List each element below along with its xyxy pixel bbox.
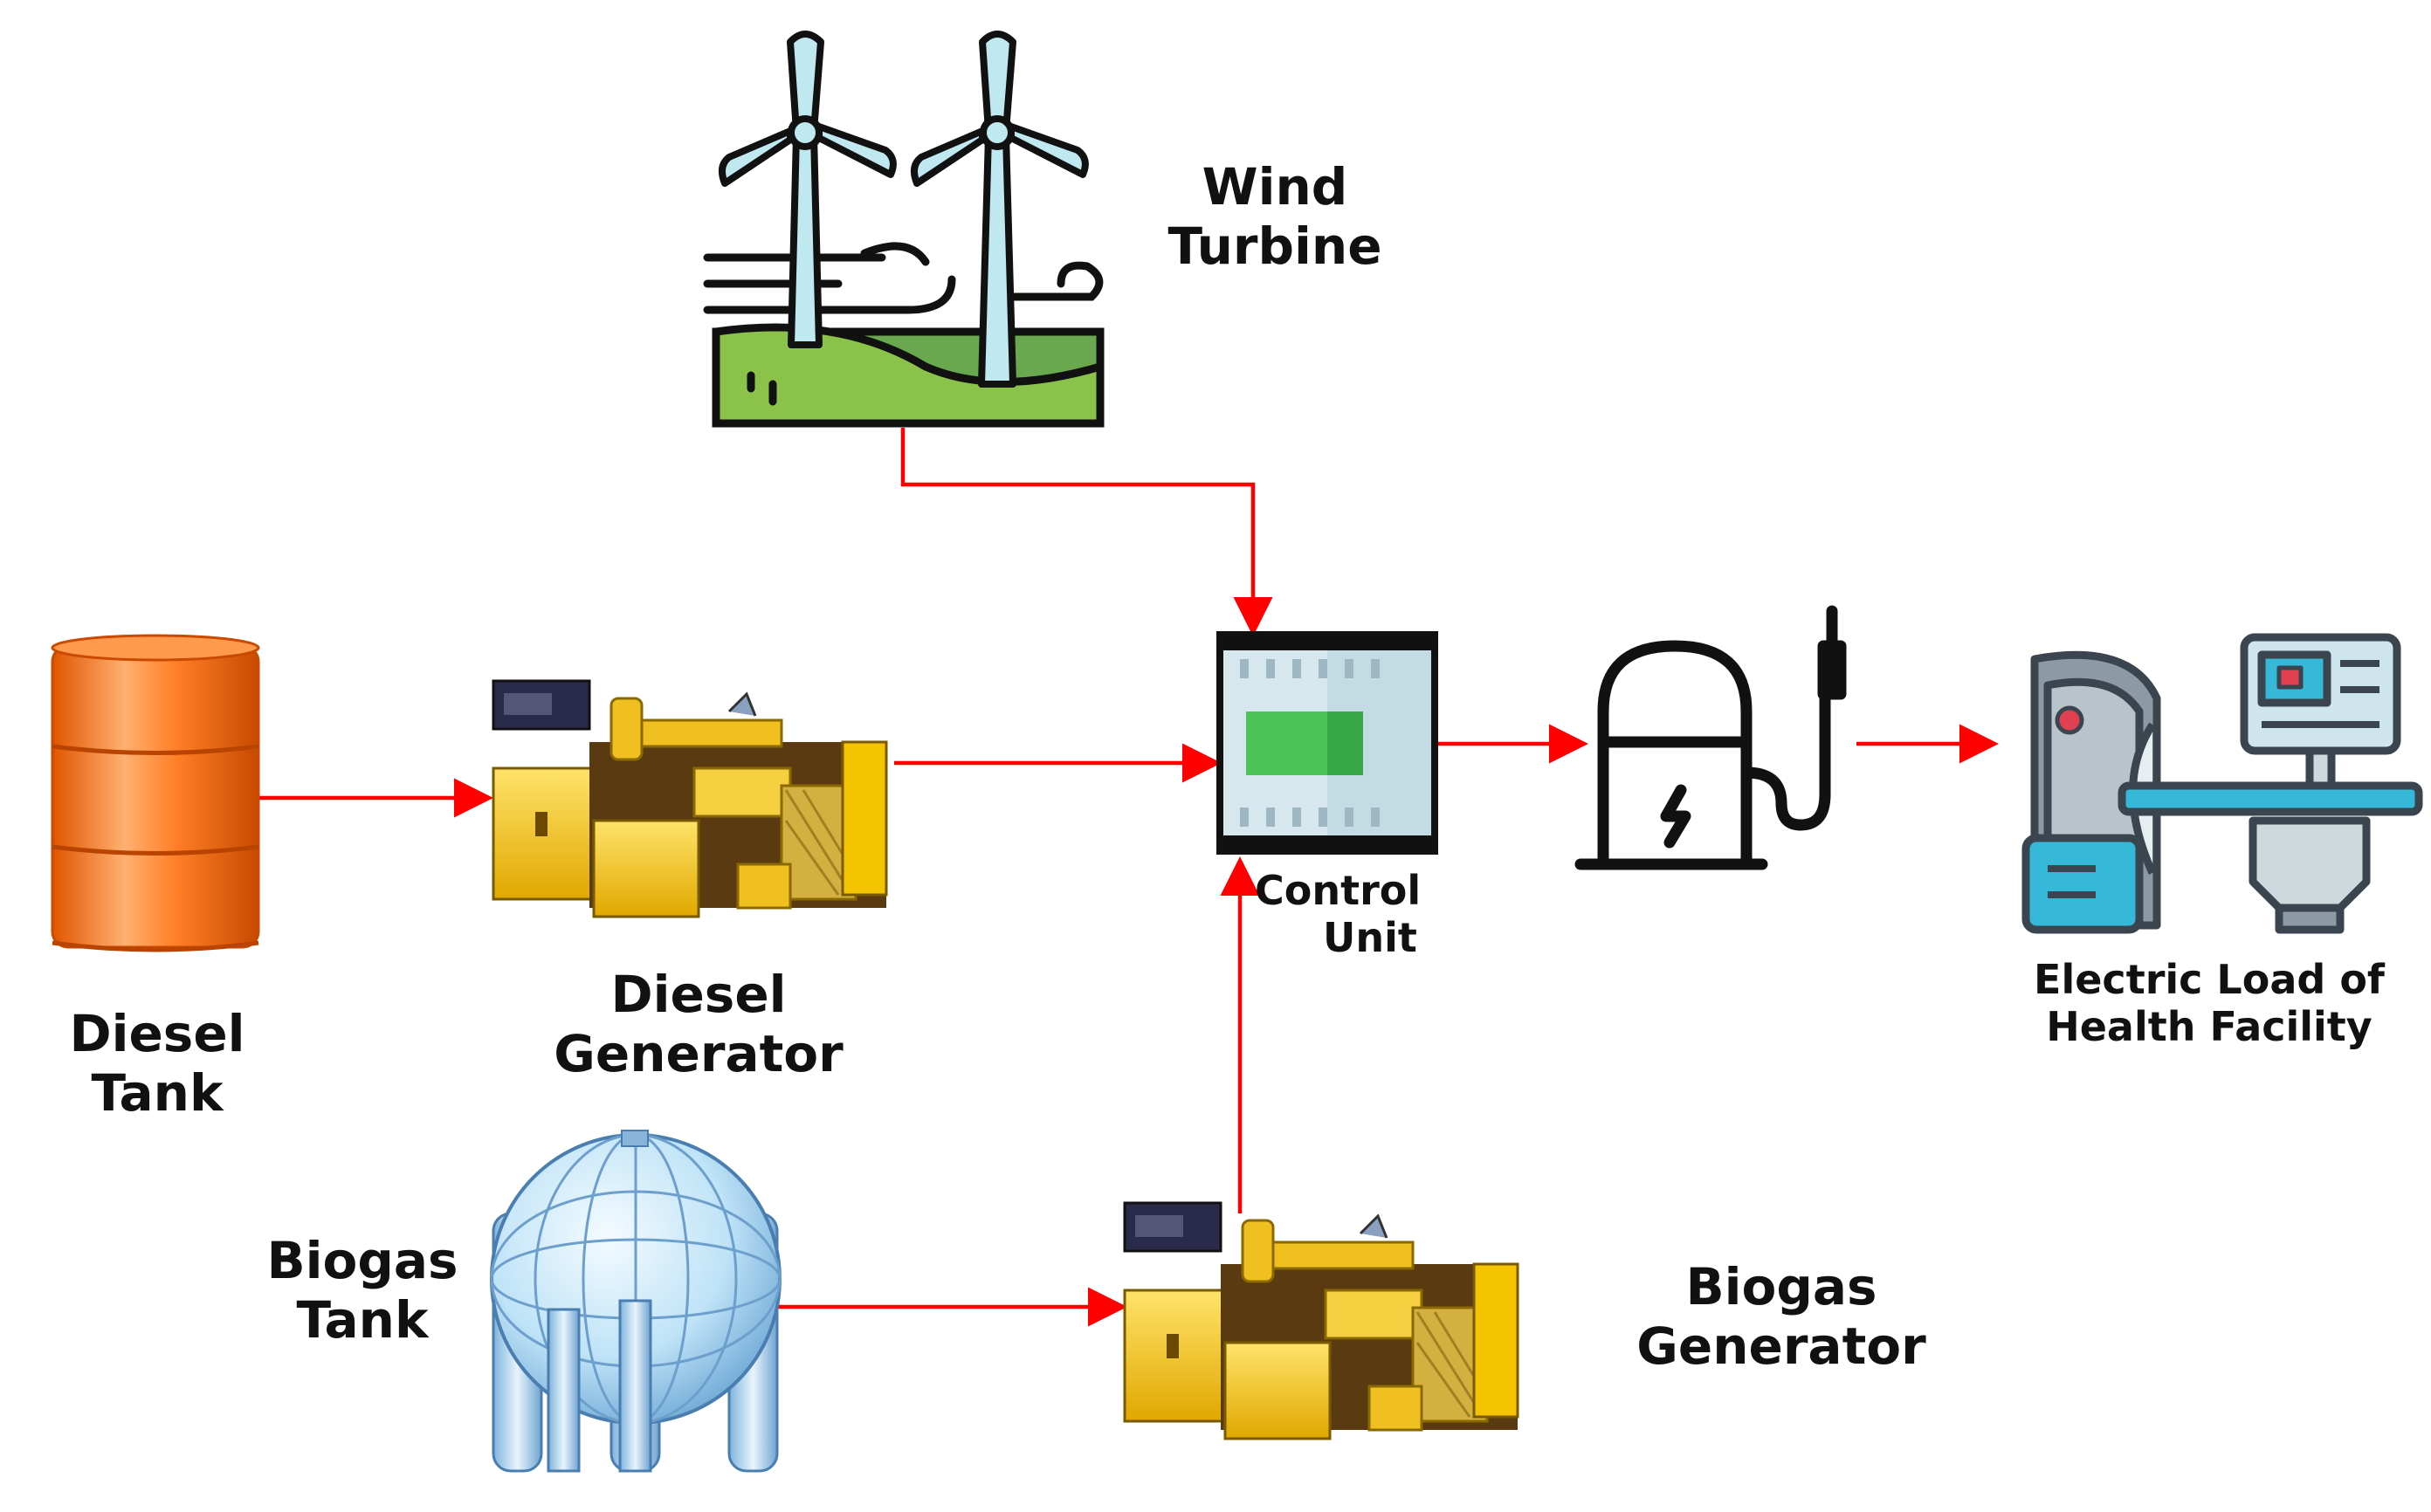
wind-turbine-label: Wind Turbine [1144, 157, 1406, 277]
electric-load-label: Electric Load of Health Facility [2008, 956, 2410, 1051]
wind-turbine-icon [703, 31, 1105, 428]
mri-scanner-icon [2021, 633, 2423, 934]
generator-icon [1123, 1201, 1519, 1440]
connection-arrows [253, 428, 1999, 1327]
charging-station-icon [1574, 605, 1847, 870]
biogas-tank-label-line2: Tank [296, 1290, 429, 1350]
diesel-tank-label: Diesel Tank [44, 1004, 271, 1124]
wind-turbine-label-line2: Turbine [1167, 216, 1382, 277]
biogas-tank-label-line1: Biogas [266, 1231, 458, 1290]
control-unit-label-line1: Control [1255, 867, 1422, 914]
electric-load-label-line2: Health Facility [2046, 1003, 2372, 1051]
gas-sphere-tank-icon [490, 1130, 782, 1473]
diesel-generator-label-line2: Generator [554, 1024, 844, 1084]
diesel-tank-label-line1: Diesel [69, 1004, 245, 1063]
biogas-generator-label-line1: Biogas [1685, 1257, 1877, 1316]
control-unit-label: Control Unit [1236, 867, 1534, 962]
generator-icon [492, 679, 888, 918]
diesel-generator-label: Diesel Generator [533, 965, 864, 1084]
control-unit-label-line2: Unit [1323, 914, 1417, 962]
arrow-wind-to-control [900, 428, 1273, 636]
biogas-generator-label: Biogas Generator [1615, 1257, 1947, 1377]
biogas-generator-label-line2: Generator [1636, 1316, 1926, 1377]
diesel-tank-label-line2: Tank [91, 1063, 224, 1124]
biogas-tank-label: Biogas Tank [244, 1231, 480, 1350]
diesel-generator-label-line1: Diesel [610, 965, 787, 1024]
wind-turbine-label-line1: Wind [1202, 157, 1348, 216]
control-unit-icon [1216, 631, 1438, 855]
oil-barrel-icon [51, 634, 260, 952]
electric-load-label-line1: Electric Load of [2034, 956, 2385, 1003]
